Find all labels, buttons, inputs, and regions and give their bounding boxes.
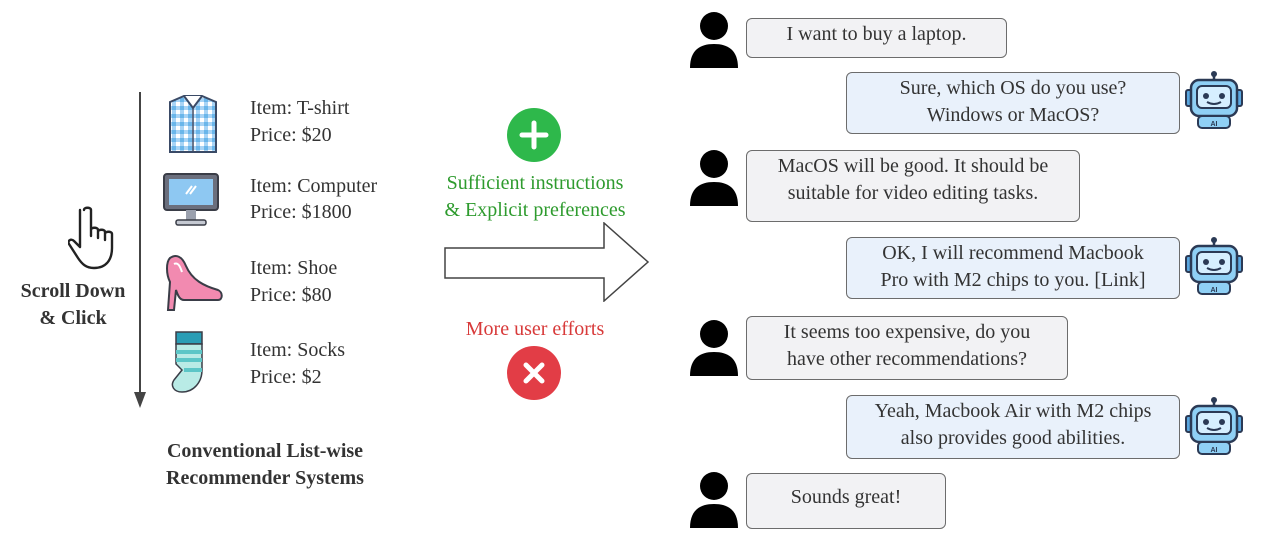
chat-bubble-user: It seems too expensive, do you have othe… (746, 316, 1068, 380)
item-name: Item: T-shirt (250, 97, 350, 119)
message-line: Pro with M2 chips to you. [Link] (880, 269, 1146, 291)
message-line: Sure, which OS do you use? (899, 77, 1127, 99)
negative-text: More user efforts (465, 318, 605, 340)
user-avatar-icon (688, 470, 740, 533)
item-name: Item: Computer (250, 175, 378, 197)
item-price: Price: $1800 (250, 201, 352, 223)
shoe-icon (160, 252, 226, 318)
item-price: Price: $80 (250, 284, 332, 306)
robot-icon: AI (1184, 396, 1244, 461)
message-line: also provides good abilities. (900, 427, 1126, 449)
message-line: OK, I will recommend Macbook (882, 242, 1144, 264)
user-avatar-icon (688, 148, 740, 211)
caption-line2: Recommender Systems (166, 467, 364, 489)
message-line: suitable for video editing tasks. (787, 182, 1039, 204)
scroll-arrow-line (139, 92, 141, 396)
svg-text:AI: AI (1211, 447, 1218, 454)
caption-line1: Conventional List-wise (166, 440, 364, 462)
chat-bubble-user: I want to buy a laptop. (746, 18, 1007, 58)
item-name: Item: Shoe (250, 257, 338, 279)
positive-line1: Sufficient instructions (446, 172, 624, 194)
chat-bubble-bot: Sure, which OS do you use? Windows or Ma… (846, 72, 1180, 134)
computer-icon (160, 172, 226, 238)
plus-icon (507, 108, 561, 162)
message-line: Yeah, Macbook Air with M2 chips (874, 400, 1152, 422)
svg-text:AI: AI (1211, 287, 1218, 294)
chat-bubble-user: MacOS will be good. It should be suitabl… (746, 150, 1080, 222)
item-price: Price: $20 (250, 124, 332, 146)
scroll-label-line2: & Click (39, 307, 107, 329)
positive-line2: & Explicit preferences (444, 199, 626, 221)
user-avatar-icon (688, 318, 740, 381)
message-line: I want to buy a laptop. (786, 23, 967, 45)
svg-text:AI: AI (1211, 121, 1218, 128)
left-caption: Conventional List-wise Recommender Syste… (140, 438, 390, 492)
message-line: Windows or MacOS? (926, 104, 1100, 126)
right-arrow-icon (444, 221, 650, 307)
scroll-label: Scroll Down & Click (6, 278, 140, 332)
socks-icon (160, 330, 226, 396)
cross-icon (507, 346, 561, 400)
user-avatar-icon (688, 10, 740, 73)
message-line: MacOS will be good. It should be (777, 155, 1049, 177)
robot-icon: AI (1184, 70, 1244, 135)
scroll-label-line1: Scroll Down (20, 280, 126, 302)
message-line: have other recommendations? (787, 348, 1027, 370)
chat-bubble-bot: Yeah, Macbook Air with M2 chips also pro… (846, 395, 1180, 459)
tshirt-icon (160, 94, 226, 160)
item-price: Price: $2 (250, 366, 322, 388)
pointer-hand-icon (67, 206, 124, 277)
chat-bubble-bot: OK, I will recommend Macbook Pro with M2… (846, 237, 1180, 299)
robot-icon: AI (1184, 236, 1244, 301)
positive-text: Sufficient instructions & Explicit prefe… (420, 170, 650, 224)
message-line: Sounds great! (790, 486, 902, 508)
message-line: It seems too expensive, do you (783, 321, 1031, 343)
chat-bubble-user: Sounds great! (746, 473, 946, 529)
item-name: Item: Socks (250, 339, 345, 361)
scroll-arrow-head (134, 392, 146, 408)
